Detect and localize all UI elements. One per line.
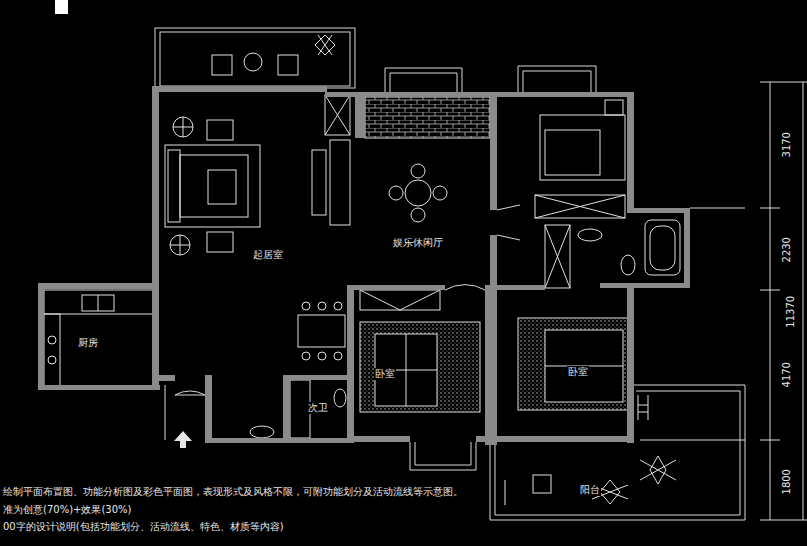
room-label: 阳台 xyxy=(579,484,601,496)
entrance-arrow xyxy=(174,431,192,448)
dimension-value: 3170 xyxy=(781,131,793,158)
thin-lines xyxy=(155,28,807,520)
note-text: 绘制平面布置图、功能分析图及彩色平面图，表现形式及风格不限，可附功能划分及活动流… xyxy=(2,486,464,498)
room-label: 卧室 xyxy=(567,366,589,378)
room-label: 次卫 xyxy=(307,402,329,414)
corner-mark xyxy=(55,0,68,14)
dimension-value: 11370 xyxy=(785,295,797,329)
note-text: 00字的设计说明(包括功能划分、活动流线、特色、材质等内容) xyxy=(2,521,285,533)
furniture xyxy=(44,35,680,505)
room-label: 娱乐休闲厅 xyxy=(392,237,444,249)
dimension-value: 1800 xyxy=(781,468,793,495)
dimension-value: 4170 xyxy=(781,361,793,388)
room-label: 卧室 xyxy=(374,368,396,380)
room-label: 起居室 xyxy=(252,249,284,261)
note-text: 准为创意(70%)+效果(30%) xyxy=(2,504,132,516)
dimension-value: 2230 xyxy=(781,236,793,263)
room-label: 厨房 xyxy=(77,337,99,349)
walls xyxy=(38,86,690,445)
